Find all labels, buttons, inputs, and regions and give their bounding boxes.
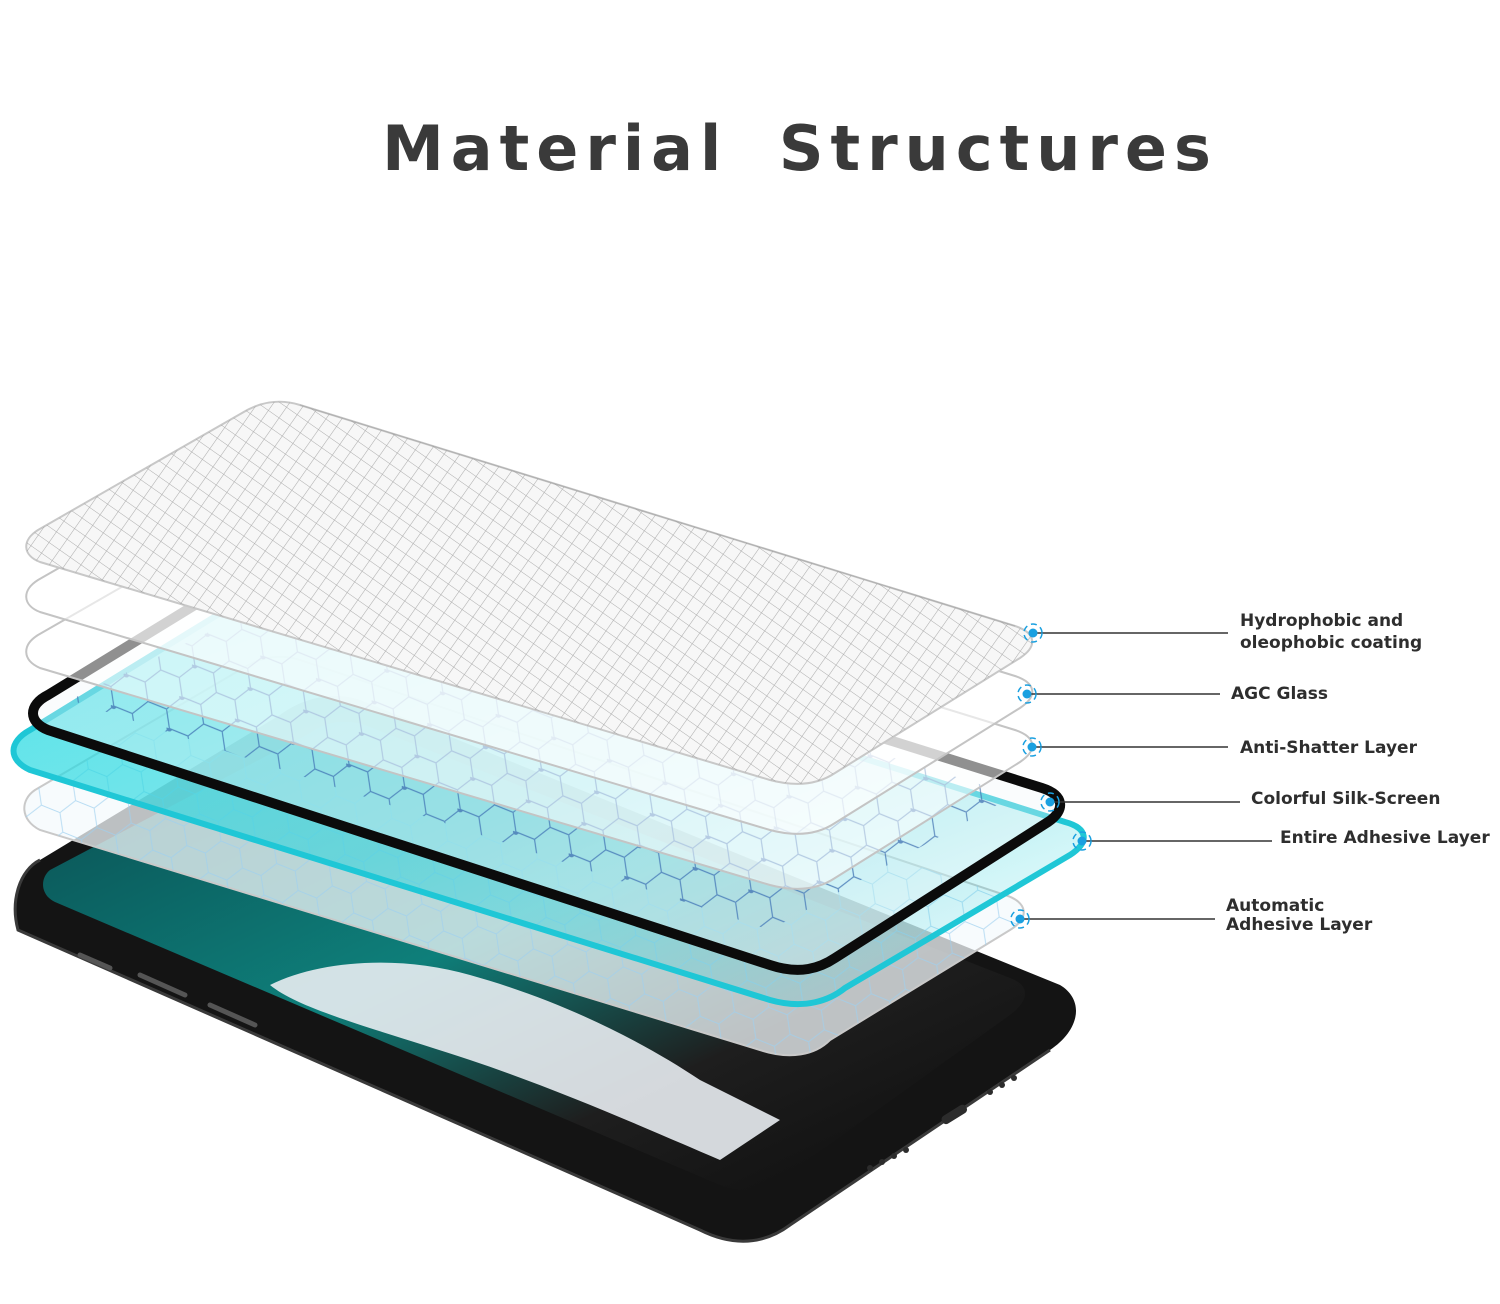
marker-auto-adhesive [1010, 909, 1030, 929]
label-coating-line-1: Hydrophobic and [1240, 611, 1404, 631]
leader-lines [1020, 632, 1272, 920]
label-auto-adhesive: Automatic Adhesive Layer [1226, 897, 1372, 935]
label-coating-line-2: oleophobic coating [1240, 633, 1423, 653]
label-anti-shatter: Anti-Shatter Layer [1240, 737, 1417, 759]
label-coating: Hydrophobic and oleophobic coating [1240, 610, 1422, 654]
marker-dots [1010, 623, 1092, 929]
marker-entire-adhesive [1072, 831, 1092, 851]
layer-coating [25, 400, 1034, 785]
marker-silk-screen [1040, 792, 1060, 812]
label-silk-screen: Colorful Silk-Screen [1251, 788, 1440, 810]
label-silk-screen-line-1: Colorful Silk-Screen [1251, 789, 1441, 809]
page-title: Material Structures [382, 112, 1218, 185]
label-agc-glass-line-1: AGC Glass [1231, 684, 1328, 704]
marker-glass [1017, 684, 1037, 704]
label-entire-adhesive: Entire Adhesive Layer [1280, 827, 1490, 849]
marker-coating [1023, 623, 1043, 643]
marker-anti-shatter [1022, 737, 1042, 757]
label-auto-adhesive-line-1: Automatic [1226, 896, 1325, 916]
label-entire-adhesive-line-1: Entire Adhesive Layer [1280, 828, 1490, 848]
label-auto-adhesive-line-2: Adhesive Layer [1226, 915, 1373, 935]
label-agc-glass: AGC Glass [1231, 683, 1328, 705]
label-anti-shatter-line-1: Anti-Shatter Layer [1240, 738, 1417, 758]
